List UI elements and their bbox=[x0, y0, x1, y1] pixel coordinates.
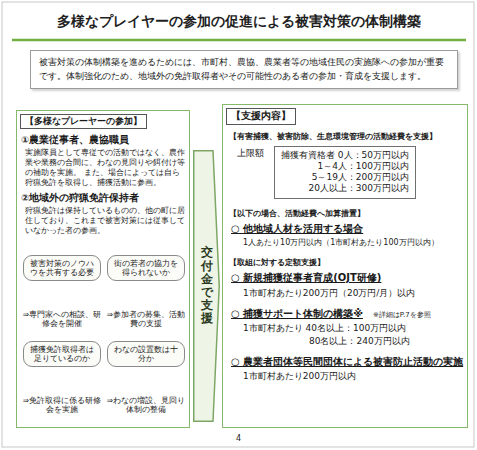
node-text: 1人あたり10万円以内（1市町村あたり100万円以内） bbox=[243, 238, 439, 248]
node-text: 捕獲有資格者 0人：50万円以内 bbox=[281, 150, 409, 161]
speech-bubble: わなの設置数は十分か bbox=[107, 341, 185, 367]
node-text: ②地域外の狩猟免許保持者 bbox=[21, 192, 189, 204]
node-text: 被害対策のノウハウを共有する必要 bbox=[28, 259, 96, 277]
text-row: 上限額捕獲有資格者 0人：50万円以内1～4人：100万円以内5～19人：200… bbox=[223, 146, 467, 199]
node-text: ○ 農業者団体等民間団体による被害防止活動の実施 bbox=[231, 356, 463, 369]
speech-bubble: 捕獲免許取得者は足りているのか bbox=[23, 341, 101, 367]
text-row: ○ 農業者団体等民間団体による被害防止活動の実施 bbox=[223, 356, 467, 369]
node-text: 捕獲免許取得者は足りているのか bbox=[28, 345, 96, 363]
label-wrap: ⇒わなの増設、見回り体制の整備 bbox=[104, 396, 188, 414]
node-text: 【有害捕獲、被害防除、生息環境管理の活動経費を支援】 bbox=[229, 132, 437, 142]
speech-bubble: 街の若者の協力を得られないか bbox=[107, 255, 185, 281]
text-row: ○ 捕獲サポート体制の構築※ ※詳細はP.7を参照 bbox=[223, 308, 467, 321]
node-text: 【多様なプレーヤーの参加】 bbox=[20, 114, 147, 129]
text-row: 80名以上：240万円以内 bbox=[223, 336, 467, 347]
speech-bubble: 被害対策のノウハウを共有する必要 bbox=[23, 255, 101, 281]
support-arrow: 交付金で支援 bbox=[193, 150, 220, 422]
text-row: 【有害捕獲、被害防除、生息環境管理の活動経費を支援】 bbox=[223, 132, 467, 142]
text-row: 1市町村あたり200万円（20万円/月）以内 bbox=[223, 288, 467, 299]
node-text: 1市町村あたり200万円（20万円/月）以内 bbox=[243, 288, 415, 299]
node-text: 上限額 bbox=[237, 148, 264, 159]
text-row: 1人あたり10万円以内（1市町村あたり100万円以内） bbox=[223, 238, 467, 248]
node-text: 被害対策の体制構築を進めるためには、市町村、農協、農業者等の地域住民の実施隊への… bbox=[39, 56, 449, 83]
player-panel: 【多様なプレーヤーの参加】 ①農業従事者、農協職員実施隊員として専従での活動ではな… bbox=[16, 110, 190, 428]
node-text: 5～19人：200万円以内 bbox=[281, 172, 409, 183]
measure-note: ⇒免許取得に係る研修会を実施 bbox=[20, 396, 104, 414]
label-wrap: ⇒参加者の募集、活動費の支援 bbox=[104, 310, 188, 328]
node-text: ○ 他地域人材を活用する場合 bbox=[231, 223, 363, 236]
measure-note: ⇒専門家への相談、研修会を開催 bbox=[20, 310, 104, 328]
text-row: 【以下の場合、活動経費へ加算措置】 bbox=[223, 209, 467, 219]
node-text: 80名以上：240万円以内 bbox=[309, 336, 410, 347]
measure-note: ⇒わなの増設、見回り体制の整備 bbox=[104, 396, 188, 414]
node-text: 狩猟免許は保持しているものの、他の町に居住しており、これまで被害対策には従事して… bbox=[25, 206, 185, 236]
title-wrap: 多様なプレイヤーの参加の促進による被害対策の体制構築 bbox=[0, 13, 477, 31]
text-row: ○ 新規捕獲従事者育成(OJT研修) bbox=[223, 272, 467, 285]
slide-frame bbox=[2, 2, 474, 447]
text-row: 【取組に対する定額支援】 bbox=[223, 258, 467, 268]
text-row: ○ 他地域人材を活用する場合 bbox=[223, 223, 467, 236]
node-text: 1～4人：100万円以内 bbox=[281, 161, 409, 172]
title-underline bbox=[12, 39, 466, 42]
label-wrap: ⇒専門家への相談、研修会を開催 bbox=[20, 310, 104, 328]
text-row: 1市町村あたり 40名以上：100万円以内 bbox=[223, 323, 467, 334]
support-panel: 【支援内容】【有害捕獲、被害防除、生息環境管理の活動経費を支援】上限額捕獲有資格… bbox=[222, 104, 468, 428]
text-row: 1市町村あたり200万円以内 bbox=[223, 371, 467, 382]
slide-title: 多様なプレイヤーの参加の促進による被害対策の体制構築 bbox=[0, 13, 477, 31]
node-text: 【以下の場合、活動経費へ加算措置】 bbox=[229, 209, 365, 219]
node-text: 交付金で支援 bbox=[201, 246, 213, 325]
node-text: 1市町村あたり200万円以内 bbox=[243, 371, 356, 382]
amount-table: 捕獲有資格者 0人：50万円以内1～4人：100万円以内5～19人：200万円以… bbox=[274, 146, 416, 199]
page-number: 4 bbox=[0, 434, 477, 444]
label-wrap: ⇒免許取得に係る研修会を実施 bbox=[20, 396, 104, 414]
node-text: ※詳細はP.7を参照 bbox=[373, 311, 431, 320]
intro-box: 被害対策の体制構築を進めるためには、市町村、農協、農業者等の地域住民の実施隊への… bbox=[30, 50, 458, 89]
text-row: 【支援内容】 bbox=[223, 108, 467, 125]
node-text: 1市町村あたり 40名以上：100万円以内 bbox=[243, 323, 406, 334]
node-text: ①農業従事者、農協職員 bbox=[21, 134, 189, 146]
node-text: 【支援内容】 bbox=[226, 108, 296, 125]
node-text: 【取組に対する定額支援】 bbox=[229, 258, 325, 268]
node-text: 20人以上：300万円以内 bbox=[281, 183, 409, 194]
node-text: 街の若者の協力を得られないか bbox=[112, 259, 180, 277]
label-wrap: 4 bbox=[0, 434, 477, 444]
node-text: ○ 新規捕獲従事者育成(OJT研修) bbox=[231, 272, 381, 285]
arrow-outline bbox=[194, 151, 220, 422]
node-text: わなの設置数は十分か bbox=[112, 345, 180, 363]
node-text: 実施隊員として専従での活動ではなく、農作業や業務の合間に、わなの見回りや餌付け等… bbox=[25, 148, 185, 188]
node-text: ○ 捕獲サポート体制の構築※ bbox=[231, 308, 363, 321]
measure-note: ⇒参加者の募集、活動費の支援 bbox=[104, 310, 188, 328]
